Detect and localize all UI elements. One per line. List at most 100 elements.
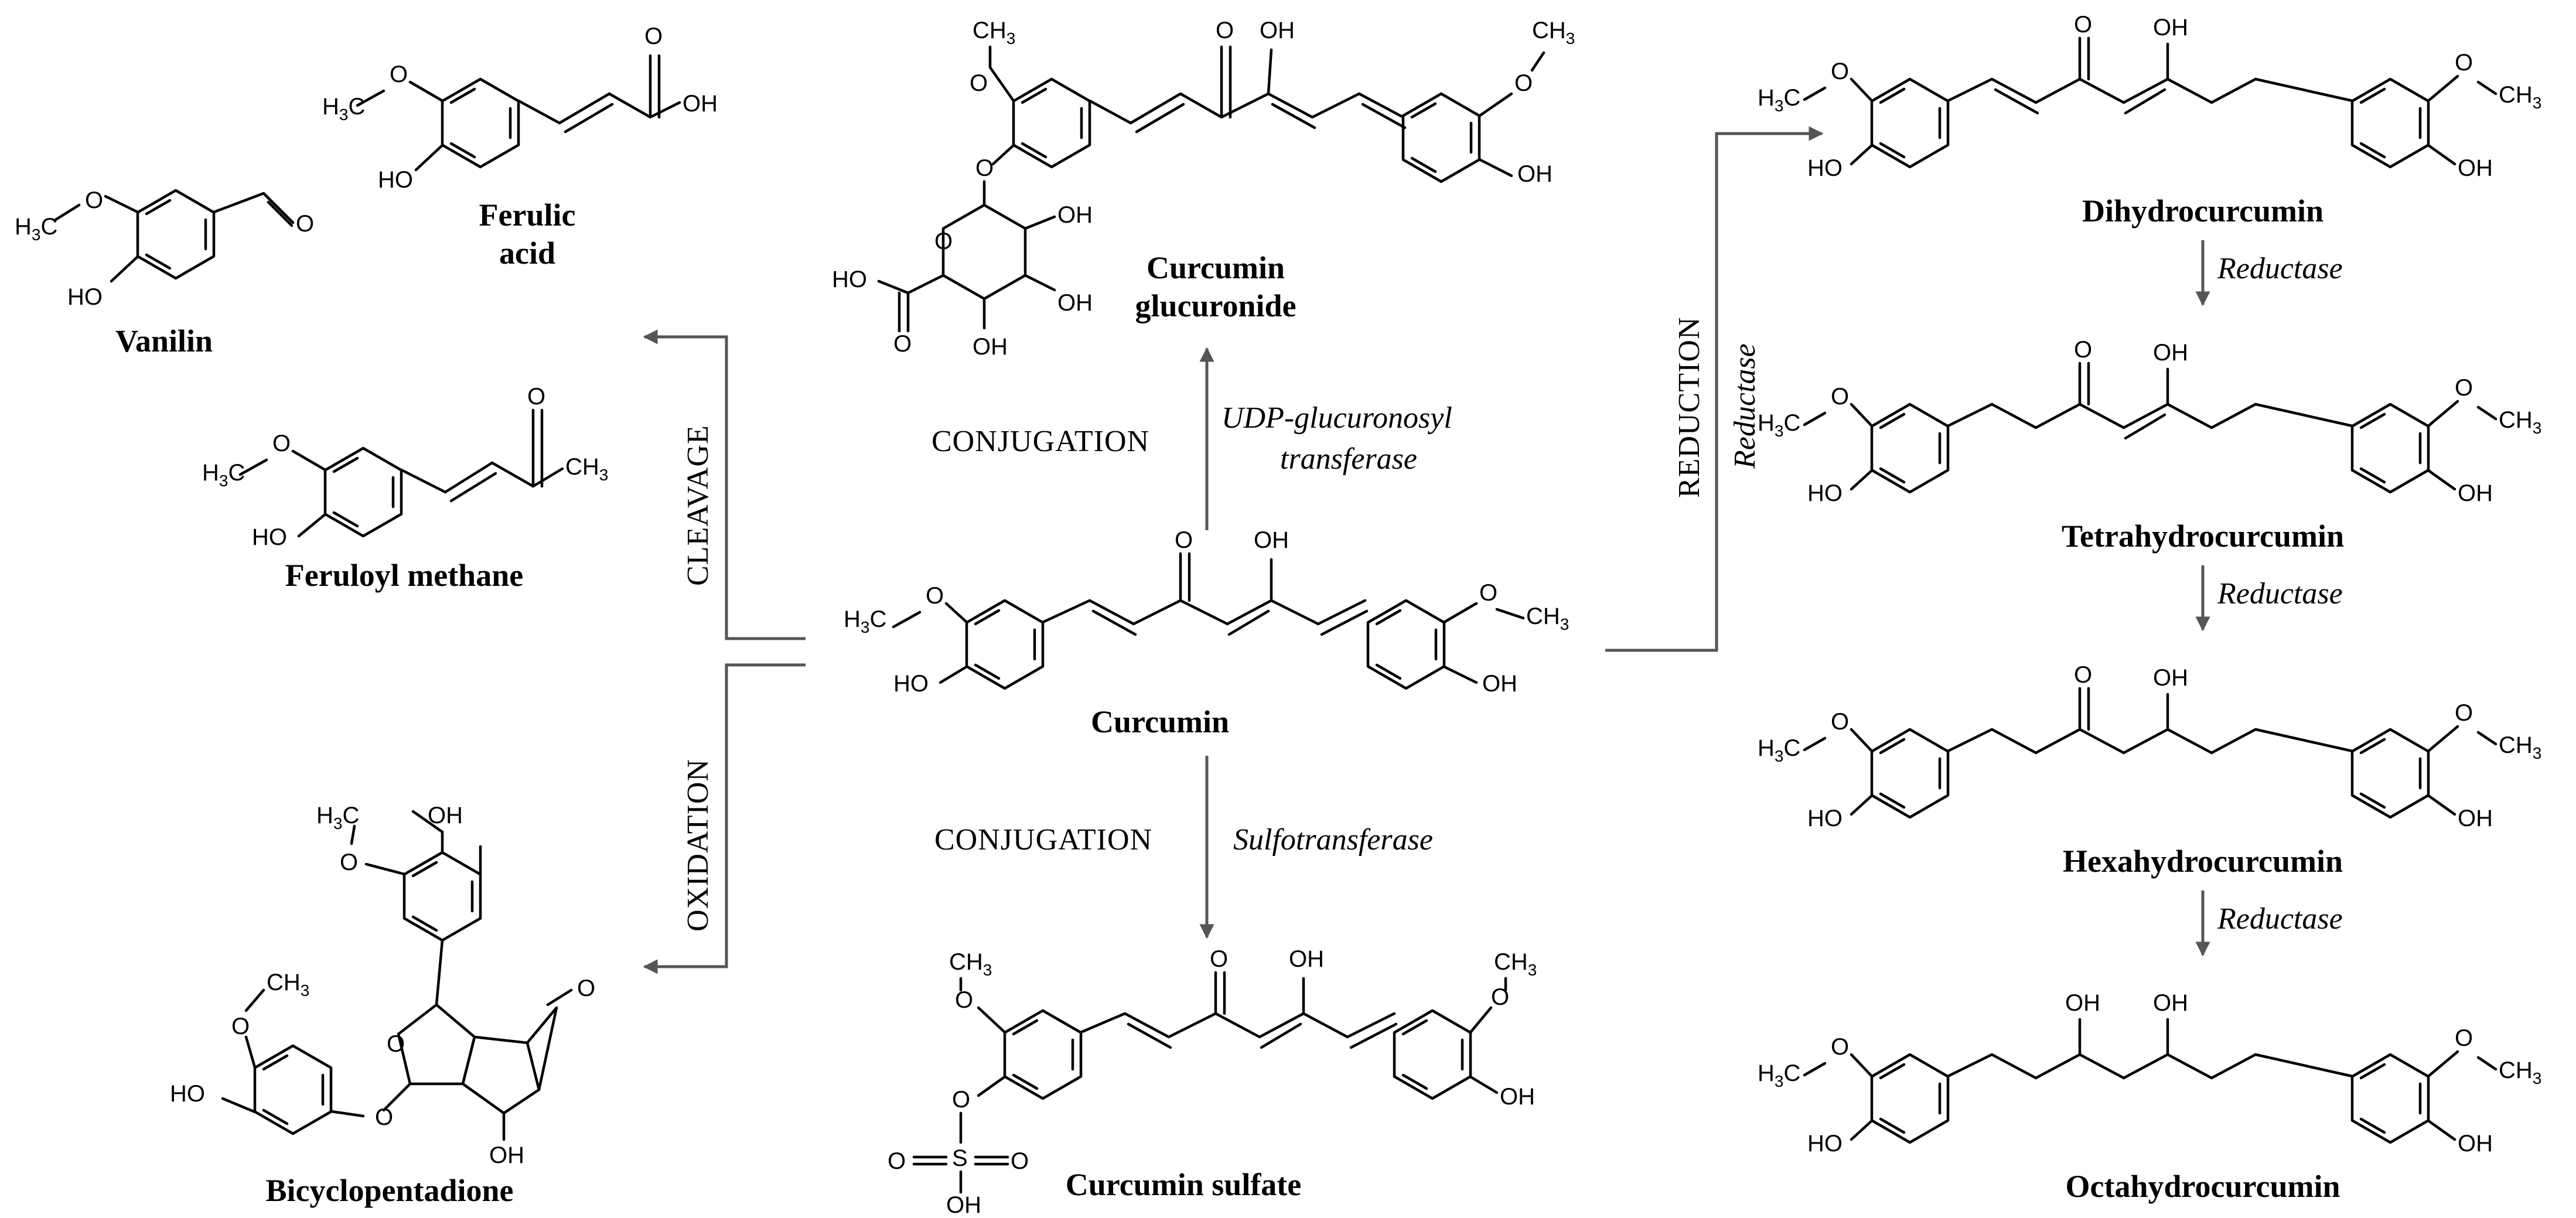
svg-text:H3C: H3C [322,94,365,124]
svg-text:CH3: CH3 [565,454,608,484]
udp-enzyme-line2: transferase [1280,442,1417,476]
feruloyl-methane-structure: O CH3 O H3C HO Feruloyl methane [202,384,608,593]
tetrahydrocurcumin-name: Tetrahydrocurcumin [2062,518,2344,554]
svg-text:OH: OH [428,803,463,828]
curcumin-glucuronide-name-2: glucuronide [1135,288,1296,323]
svg-text:OH: OH [2458,480,2493,506]
svg-text:O: O [2074,662,2092,688]
svg-text:CH3: CH3 [2499,407,2541,437]
svg-text:O: O [387,1031,405,1057]
flow-arrows [643,126,2210,974]
ferulic-acid-name-2: acid [499,236,555,271]
svg-text:O: O [1514,70,1533,96]
svg-text:CH3: CH3 [973,18,1015,47]
svg-text:O: O [952,1087,970,1113]
svg-text:O: O [644,23,663,49]
feruloyl-methane-name: Feruloyl methane [285,558,523,593]
svg-text:CH3: CH3 [1532,18,1575,47]
svg-text:O: O [1479,580,1497,606]
svg-text:O: O [231,1014,250,1039]
octahydrocurcumin-structure: OH OH O CH3 OH O H3C HO Octahydrocurcumi… [1758,990,2541,1204]
cleavage-label: CLEAVAGE [681,425,715,586]
svg-text:OH: OH [489,1142,524,1168]
svg-text:O: O [1175,527,1193,553]
svg-text:O: O [955,987,973,1013]
svg-text:CH3: CH3 [949,949,992,979]
udp-enzyme-line1: UDP-glucuronosyl [1222,401,1452,435]
svg-text:O: O [2074,12,2092,37]
svg-text:H3C: H3C [844,606,886,636]
svg-text:O: O [1831,59,1849,84]
svg-text:O: O [975,155,994,181]
reduction-arrow [1605,126,1824,652]
svg-text:O: O [527,384,545,410]
svg-text:O: O [893,331,912,357]
svg-text:O: O [1831,1034,1849,1060]
svg-text:O: O [2455,375,2473,401]
ferulic-acid-structure: O OH O H3C HO Ferulic acid [322,23,718,271]
svg-text:OH: OH [2458,806,2493,831]
tetrahydrocurcumin-structure: O OH O CH3 OH O H3C HO Tetrahydrocurcumi… [1758,337,2541,554]
svg-text:O: O [1216,18,1234,43]
bicyclopentadione-structure: OH O H3C O O OH O O CH3 HO Bicyclopentad… [170,803,595,1208]
svg-text:HO: HO [67,284,103,310]
svg-text:OH: OH [973,334,1008,360]
svg-text:O: O [577,975,595,1001]
svg-text:O: O [2455,50,2473,76]
svg-text:HO: HO [832,267,867,292]
reductase-label-1: Reductase [2217,252,2343,285]
svg-text:CH3: CH3 [1494,949,1537,979]
ferulic-acid-name-1: Ferulic [479,197,576,233]
svg-text:O: O [888,1148,906,1174]
svg-text:CH3: CH3 [2499,82,2541,112]
curcumin-sulfate-name: Curcumin sulfate [1066,1167,1302,1202]
svg-text:HO: HO [893,671,929,697]
svg-text:OH: OH [2458,1131,2493,1156]
svg-text:O: O [970,70,988,96]
svg-text:O: O [1011,1148,1029,1174]
svg-text:OH: OH [1517,161,1553,187]
svg-text:CH3: CH3 [2499,1057,2541,1087]
vanilin-structure: O O H3C HO Vanilin [15,187,314,359]
reductase-main-label: Reductase [1728,343,1762,469]
curcumin-glucuronide-name-1: Curcumin [1147,250,1285,285]
svg-text:HO: HO [170,1081,205,1107]
svg-text:CH3: CH3 [2499,732,2541,762]
oxidation-label: OXIDATION [681,759,715,932]
svg-text:OH: OH [2153,665,2188,691]
svg-text:HO: HO [1807,1131,1843,1156]
svg-text:O: O [1831,709,1849,735]
svg-text:CH3: CH3 [1526,603,1569,633]
svg-text:OH: OH [2065,990,2100,1016]
svg-text:O: O [85,187,103,213]
hexahydrocurcumin-name: Hexahydrocurcumin [2063,844,2343,879]
svg-text:S: S [952,1145,968,1171]
curcumin-structure: O OH O CH3 OH O H3C HO Curcumin [844,527,1569,739]
octahydrocurcumin-name: Octahydrocurcumin [2065,1169,2340,1204]
svg-text:OH: OH [2153,15,2188,40]
process-labels: CLEAVAGE OXIDATION CONJUGATION CONJUGATI… [681,252,2343,936]
svg-text:O: O [272,431,291,456]
svg-text:OH: OH [683,91,718,117]
svg-text:H3C: H3C [1758,735,1800,765]
curcumin-name: Curcumin [1091,704,1229,739]
bicyclopentadione-name: Bicyclopentadione [265,1173,513,1208]
oxidation-arrow [643,663,806,974]
svg-text:OH: OH [1500,1084,1535,1110]
hexahydrocurcumin-structure: O OH O CH3 OH O H3C HO Hexahydrocurcumin [1758,662,2541,879]
reductase-label-3: Reductase [2217,902,2343,936]
svg-text:O: O [934,228,953,254]
svg-text:OH: OH [1057,290,1093,316]
conjugation-top-label: CONJUGATION [932,425,1149,458]
svg-text:H3C: H3C [316,803,359,833]
svg-text:CH3: CH3 [267,970,309,999]
curcumin-glucuronide-structure: O OH O CH3 OH O CH3 O O OH OH OH HO [832,18,1575,360]
svg-text:H3C: H3C [15,214,57,244]
svg-text:HO: HO [1807,155,1843,181]
svg-text:H3C: H3C [1758,1060,1800,1090]
svg-text:HO: HO [252,524,287,550]
svg-text:HO: HO [1807,480,1843,506]
svg-text:OH: OH [1260,18,1295,43]
dihydrocurcumin-structure: O OH O CH3 OH O H3C HO Dihydrocurcumin [1758,12,2541,228]
